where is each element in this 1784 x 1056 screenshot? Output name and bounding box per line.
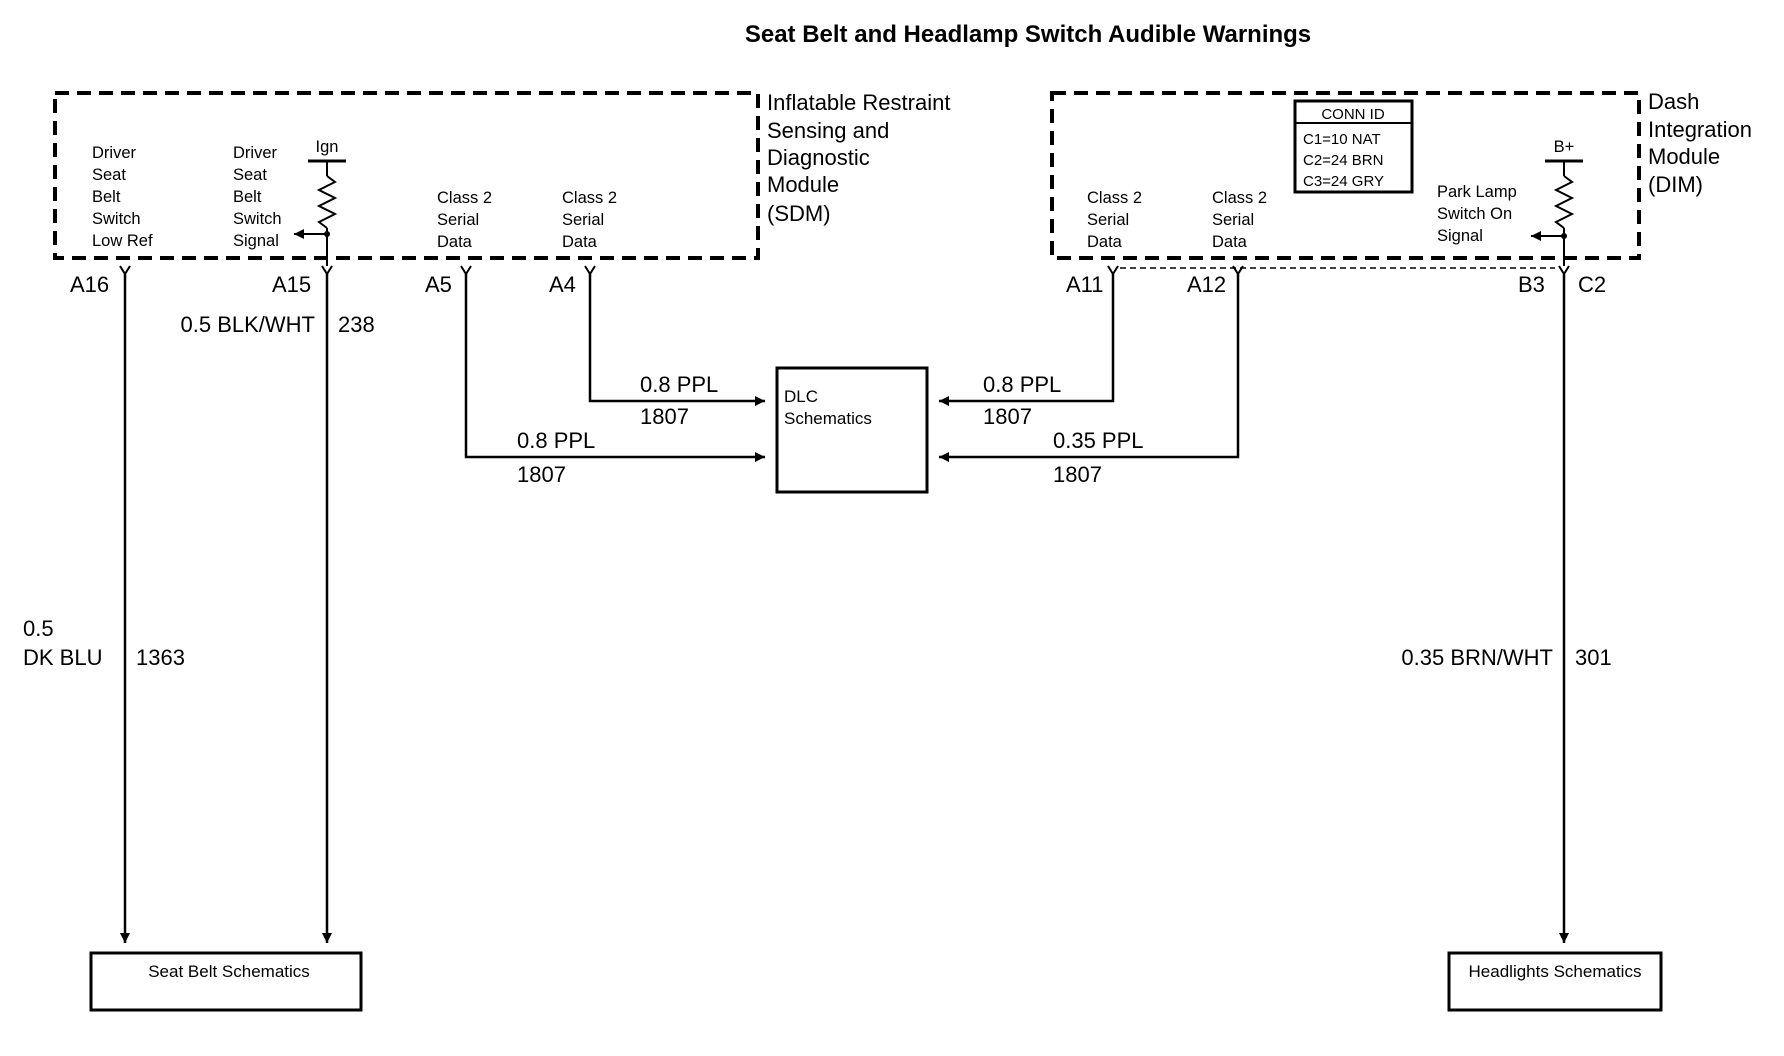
svg-text:Low Ref: Low Ref xyxy=(92,232,153,250)
sdm-a5-label: Class 2 Serial Data xyxy=(437,189,492,251)
svg-text:Ign: Ign xyxy=(316,138,339,156)
pin-c2: C2 xyxy=(1578,272,1606,297)
svg-text:Signal: Signal xyxy=(1437,227,1483,245)
svg-text:Class 2: Class 2 xyxy=(1212,189,1267,207)
svg-text:Signal: Signal xyxy=(233,232,279,250)
wire-c2: 0.35 BRN/WHT 301 xyxy=(1401,274,1612,943)
sdm-a4-label: Class 2 Serial Data xyxy=(562,189,617,251)
svg-text:0.5: 0.5 xyxy=(23,616,54,641)
conn-id-table: CONN ID C1=10 NAT C2=24 BRN C3=24 GRY xyxy=(1293,99,1414,194)
svg-text:Belt: Belt xyxy=(92,188,121,206)
svg-text:Sensing and: Sensing and xyxy=(767,118,889,143)
ign-resistor-symbol: Ign xyxy=(294,138,346,266)
svg-text:DLC: DLC xyxy=(784,387,818,406)
pin-a4: A4 xyxy=(549,272,576,297)
svg-text:Driver: Driver xyxy=(92,144,137,162)
wire-a5: 0.8 PPL 1807 xyxy=(464,274,765,487)
pin-a11: A11 xyxy=(1066,272,1104,297)
dim-a11-label: Class 2 Serial Data xyxy=(1087,189,1142,251)
svg-text:Integration: Integration xyxy=(1648,117,1752,142)
pin-a15: A15 xyxy=(272,272,311,297)
svg-text:Data: Data xyxy=(437,233,473,251)
svg-text:Class 2: Class 2 xyxy=(437,189,492,207)
svg-text:0.8 PPL: 0.8 PPL xyxy=(517,428,595,453)
sdm-a16-label: Driver Seat Belt Switch Low Ref xyxy=(92,144,153,250)
svg-text:Seat: Seat xyxy=(233,166,267,184)
svg-text:Seat Belt Schematics: Seat Belt Schematics xyxy=(148,962,310,981)
wire-a15: 0.5 BLK/WHT 238 xyxy=(181,274,375,943)
bplus-resistor-symbol: B+ xyxy=(1531,138,1583,266)
svg-text:Serial: Serial xyxy=(437,211,479,229)
svg-text:1807: 1807 xyxy=(640,404,689,429)
svg-text:301: 301 xyxy=(1575,645,1612,670)
sdm-module-box xyxy=(53,91,760,260)
svg-text:C2=24 BRN: C2=24 BRN xyxy=(1303,152,1383,169)
pin-a5: A5 xyxy=(425,272,452,297)
svg-text:Class 2: Class 2 xyxy=(562,189,617,207)
dim-connector-pins: A11 A12 B3 C2 xyxy=(1066,265,1606,297)
svg-text:Data: Data xyxy=(1087,233,1123,251)
svg-text:Data: Data xyxy=(1212,233,1248,251)
svg-text:Driver: Driver xyxy=(233,144,278,162)
wire-a4: 0.8 PPL 1807 xyxy=(588,274,765,429)
svg-text:Dash: Dash xyxy=(1648,89,1699,114)
svg-text:1807: 1807 xyxy=(517,462,566,487)
svg-text:Schematics: Schematics xyxy=(784,409,872,428)
dim-module-name: Dash Integration Module (DIM) xyxy=(1648,89,1752,197)
svg-text:0.8 PPL: 0.8 PPL xyxy=(983,372,1061,397)
svg-text:Serial: Serial xyxy=(1087,211,1129,229)
pin-b3: B3 xyxy=(1518,272,1545,297)
svg-text:CONN ID: CONN ID xyxy=(1321,106,1385,123)
svg-text:Data: Data xyxy=(562,233,598,251)
pin-a16: A16 xyxy=(70,272,109,297)
svg-text:Belt: Belt xyxy=(233,188,262,206)
svg-text:DK BLU: DK BLU xyxy=(23,645,102,670)
svg-text:Switch On: Switch On xyxy=(1437,205,1512,223)
svg-text:Seat: Seat xyxy=(92,166,126,184)
svg-text:0.35 BRN/WHT: 0.35 BRN/WHT xyxy=(1401,645,1553,670)
svg-text:(DIM): (DIM) xyxy=(1648,172,1703,197)
svg-text:Serial: Serial xyxy=(562,211,604,229)
pin-a12: A12 xyxy=(1187,272,1226,297)
svg-text:238: 238 xyxy=(338,312,375,337)
diagram-title: Seat Belt and Headlamp Switch Audible Wa… xyxy=(745,21,1311,48)
headlights-schematics-box[interactable]: Headlights Schematics xyxy=(1447,951,1663,1012)
sdm-a15-label: Driver Seat Belt Switch Signal xyxy=(233,144,282,250)
svg-text:Switch: Switch xyxy=(92,210,141,228)
svg-text:0.8 PPL: 0.8 PPL xyxy=(640,372,718,397)
svg-text:1363: 1363 xyxy=(136,645,185,670)
dim-park-lamp-label: Park Lamp Switch On Signal xyxy=(1437,183,1517,245)
svg-text:0.5 BLK/WHT: 0.5 BLK/WHT xyxy=(181,312,315,337)
svg-text:Module: Module xyxy=(1648,144,1720,169)
svg-text:Serial: Serial xyxy=(1212,211,1254,229)
svg-text:Module: Module xyxy=(767,172,839,197)
svg-text:Switch: Switch xyxy=(233,210,282,228)
dim-module-box xyxy=(1050,91,1641,260)
sdm-connector-pins: A16 A15 A5 A4 xyxy=(70,265,596,297)
wire-a11: 0.8 PPL 1807 xyxy=(939,274,1115,429)
svg-text:C1=10 NAT: C1=10 NAT xyxy=(1303,131,1381,148)
svg-text:0.35 PPL: 0.35 PPL xyxy=(1053,428,1144,453)
svg-text:Diagnostic: Diagnostic xyxy=(767,145,870,170)
dim-a12-label: Class 2 Serial Data xyxy=(1212,189,1267,251)
svg-text:Class 2: Class 2 xyxy=(1087,189,1142,207)
svg-text:C3=24 GRY: C3=24 GRY xyxy=(1303,173,1384,190)
sdm-module-name: Inflatable Restraint Sensing and Diagnos… xyxy=(767,90,950,226)
svg-text:B+: B+ xyxy=(1554,138,1575,156)
seat-belt-schematics-box[interactable]: Seat Belt Schematics xyxy=(89,951,363,1012)
svg-text:Park Lamp: Park Lamp xyxy=(1437,183,1517,201)
svg-text:1807: 1807 xyxy=(1053,462,1102,487)
dlc-schematics-box[interactable]: DLC Schematics xyxy=(775,366,929,494)
svg-text:Headlights Schematics: Headlights Schematics xyxy=(1469,962,1642,981)
svg-text:Inflatable Restraint: Inflatable Restraint xyxy=(767,90,950,115)
svg-text:1807: 1807 xyxy=(983,404,1032,429)
wire-a12: 0.35 PPL 1807 xyxy=(939,274,1240,487)
svg-text:(SDM): (SDM) xyxy=(767,201,831,226)
wire-a16: 0.5 DK BLU 1363 xyxy=(23,274,185,943)
